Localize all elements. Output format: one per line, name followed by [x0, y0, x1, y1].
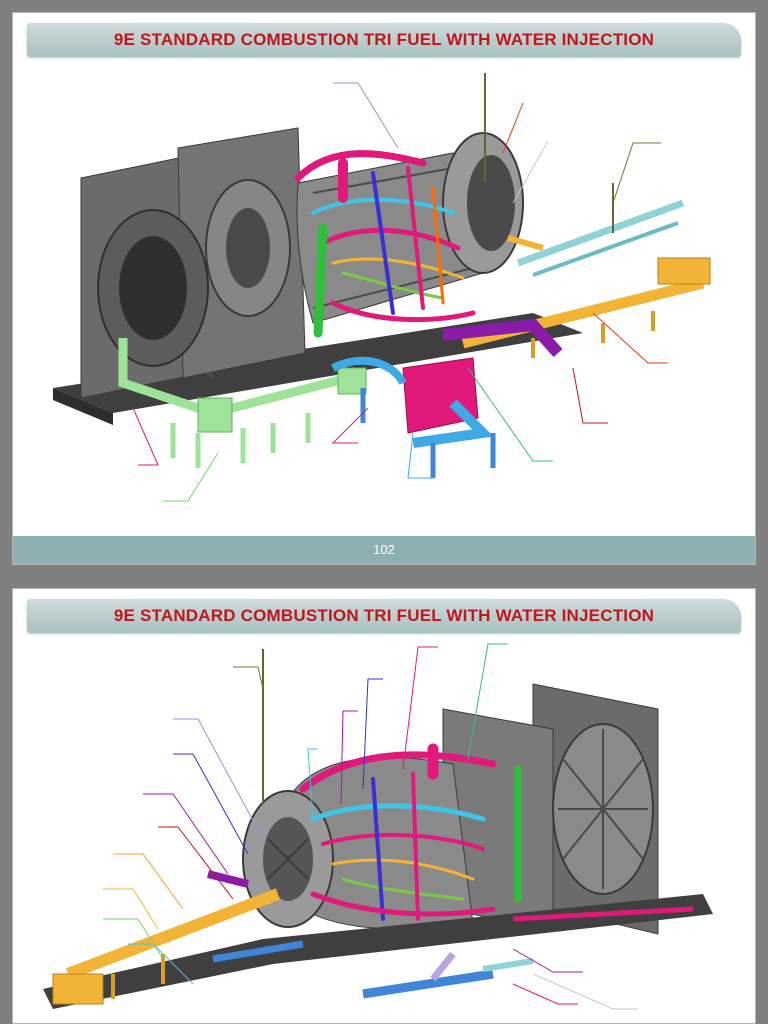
slide-title: 9E STANDARD COMBUSTION TRI FUEL WITH WAT…: [113, 606, 655, 625]
liquid-fuel-header: [52, 888, 281, 1005]
water-injection-rack: [507, 199, 685, 277]
combustion-piping: [294, 150, 476, 338]
callout-leaders: [103, 643, 638, 1010]
slide-title-banner: 9E STANDARD COMBUSTION TRI FUEL WITH WAT…: [27, 23, 741, 57]
gas-turbine-diagram-1: [53, 73, 711, 502]
base-skid: [43, 894, 713, 1009]
slide-title-banner: 9E STANDARD COMBUSTION TRI FUEL WITH WAT…: [27, 599, 741, 633]
lower-piping: [212, 940, 534, 999]
gas-fuel-line: [207, 870, 249, 888]
gas-fuel-line: [442, 318, 563, 357]
cooling-water-piping: [331, 356, 496, 478]
atomizing-air-piping: [118, 338, 367, 468]
slide-title: 9E STANDARD COMBUSTION TRI FUEL WITH WAT…: [113, 30, 655, 49]
combustion-piping: [299, 743, 522, 921]
slide-footer: 102: [13, 536, 755, 564]
gas-turbine-diagram-2: [43, 643, 713, 1010]
slide-102: 9E STANDARD COMBUSTION TRI FUEL WITH WAT…: [12, 12, 756, 565]
page-number: 102: [373, 542, 395, 557]
callout-leaders: [132, 82, 668, 502]
slide-next: 9E STANDARD COMBUSTION TRI FUEL WITH WAT…: [12, 588, 756, 1024]
